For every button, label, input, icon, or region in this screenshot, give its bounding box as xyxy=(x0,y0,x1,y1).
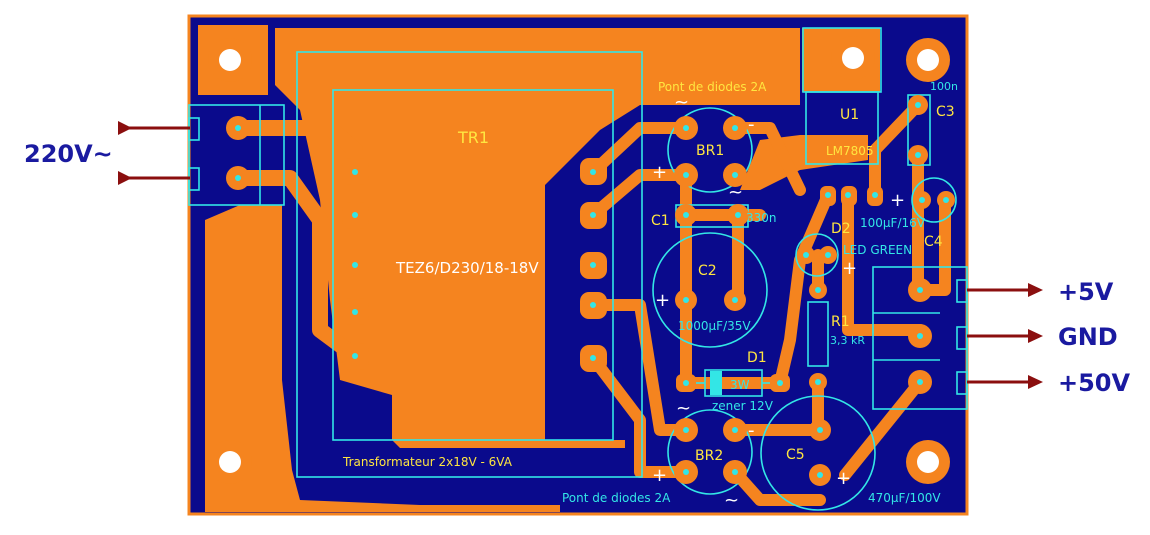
d1-value: 3W xyxy=(730,378,750,392)
r1-value: 3,3 kR xyxy=(830,334,865,347)
output-connector xyxy=(872,266,968,410)
resistor-r1 xyxy=(807,281,829,391)
c5-ref: C5 xyxy=(786,447,805,463)
mounting-hole xyxy=(219,49,241,71)
bridge2-ac1: ~ xyxy=(676,398,691,419)
copper-pour-transformer xyxy=(275,28,800,448)
output-arrows xyxy=(967,283,1043,389)
input-arrows xyxy=(118,121,190,185)
d1-desc: zener 12V xyxy=(712,399,774,413)
capacitor-c2 xyxy=(652,232,768,348)
bridge1-plus: + xyxy=(652,162,667,183)
transformer-model: TEZ6/D230/18-18V xyxy=(395,259,539,277)
transformer-pins-left xyxy=(342,158,369,370)
transformer-ref: TR1 xyxy=(457,128,489,147)
bridge2-ac2: ~ xyxy=(724,490,739,511)
bridge2-minus: - xyxy=(748,420,755,441)
bridge1-ac2: ~ xyxy=(728,182,743,203)
transformer-pins-right xyxy=(580,158,607,372)
transformer-desc: Transformateur 2x18V - 6VA xyxy=(342,455,513,469)
mounting-hole xyxy=(842,47,864,69)
capacitor-c3 xyxy=(907,94,931,166)
d2-plus: + xyxy=(842,258,857,279)
regulator-u1 xyxy=(802,27,883,206)
c2-value: 1000µF/35V xyxy=(678,319,751,333)
d2-desc: LED GREEN xyxy=(843,243,912,257)
bridge-rectifier-2 xyxy=(667,409,753,495)
c1-ref: C1 xyxy=(651,213,670,229)
c5-plus: + xyxy=(836,468,851,489)
mounting-hole xyxy=(917,49,939,71)
r1-ref: R1 xyxy=(831,314,850,330)
transformer-outline xyxy=(296,51,643,478)
transformer-inner-outline xyxy=(332,89,614,441)
bridge1-minus: - xyxy=(748,114,755,135)
bridge1-desc: Pont de diodes 2A xyxy=(658,80,767,94)
c5-value: 470µF/100V xyxy=(868,491,941,505)
c4-ref: C4 xyxy=(924,234,943,250)
bridge2-plus: + xyxy=(652,465,667,486)
c1-value: 330n xyxy=(746,211,777,225)
capacitor-c5 xyxy=(760,395,876,511)
bridge1-ref: BR1 xyxy=(696,143,724,159)
bridge1-ac1: ~ xyxy=(674,92,689,113)
u1-model: LM7805 xyxy=(826,144,874,158)
output-50v-label: +50V xyxy=(1058,369,1131,397)
bridge2-desc: Pont de diodes 2A xyxy=(562,491,671,505)
input-voltage-label: 220V~ xyxy=(24,140,113,168)
copper-pour-right-top xyxy=(740,135,868,190)
bridge2-ref: BR2 xyxy=(695,448,723,464)
zener-d1 xyxy=(676,369,790,397)
mounting-hole xyxy=(219,451,241,473)
c3-value: 100n xyxy=(930,80,958,93)
c2-plus: + xyxy=(655,290,670,311)
d2-ref: D2 xyxy=(831,221,851,237)
u1-ref: U1 xyxy=(840,107,859,123)
c3-ref: C3 xyxy=(936,104,955,120)
output-gnd-label: GND xyxy=(1058,323,1118,351)
c4-plus: + xyxy=(890,190,905,211)
led-d2 xyxy=(795,233,839,277)
capacitor-c1 xyxy=(675,204,749,228)
input-connector xyxy=(188,104,285,206)
output-5v-label: +5V xyxy=(1058,278,1114,306)
bridge-rectifier-1 xyxy=(667,107,753,193)
mounting-holes xyxy=(208,36,950,484)
capacitor-c4 xyxy=(911,177,957,223)
c4-value: 100µF/16V xyxy=(860,216,926,230)
c2-ref: C2 xyxy=(698,263,717,279)
d1-ref: D1 xyxy=(747,350,767,366)
mounting-hole xyxy=(917,451,939,473)
